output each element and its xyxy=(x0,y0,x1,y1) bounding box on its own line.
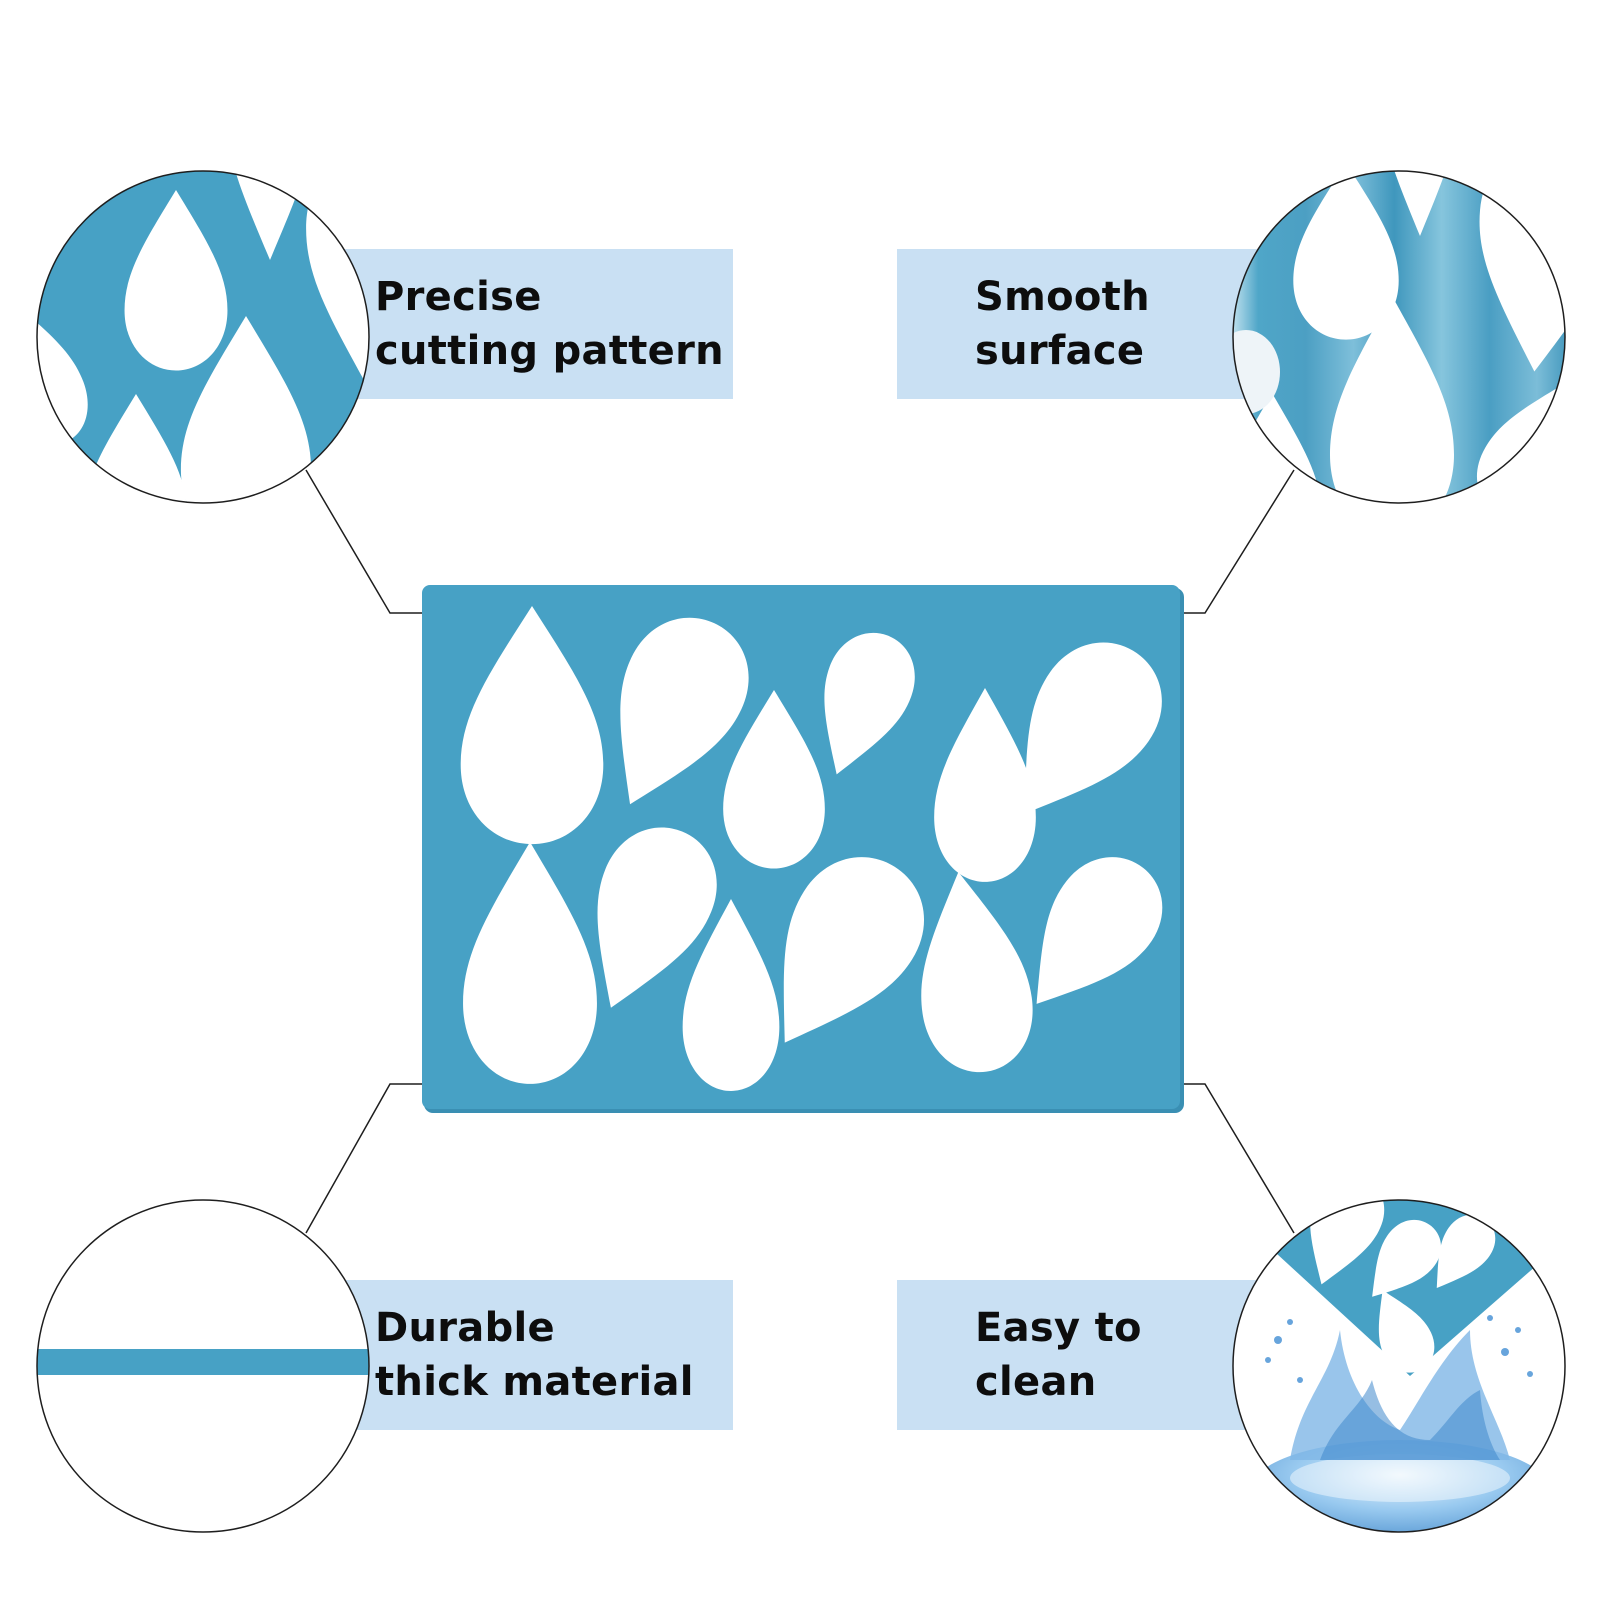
label-bg-smooth xyxy=(897,249,1290,399)
feature-text-smooth: Smooth surface xyxy=(975,274,1150,374)
label-bg-durable xyxy=(340,1280,733,1430)
connector-line-top-right xyxy=(1176,469,1295,614)
connector-lines xyxy=(305,469,1295,1234)
connector-line-top-left xyxy=(305,469,424,614)
connector-line-bottom-right xyxy=(1176,1083,1295,1234)
feature-label-durable: Durable thick material xyxy=(375,1280,735,1430)
feature-text-precise: Precise cutting pattern xyxy=(375,274,724,374)
detail-circle-smooth xyxy=(1232,170,1566,504)
feature-label-precise: Precise cutting pattern xyxy=(375,249,735,399)
feature-text-easy-clean: Easy to clean xyxy=(975,1305,1142,1405)
stencil-product-image xyxy=(422,585,1187,1113)
feature-label-smooth: Smooth surface xyxy=(975,249,1335,399)
feature-label-easy-clean: Easy to clean xyxy=(975,1280,1335,1430)
detail-circle-durable xyxy=(36,1199,370,1533)
label-backgrounds xyxy=(340,249,1290,1430)
detail-circle-precise xyxy=(36,170,370,504)
feature-text-durable: Durable thick material xyxy=(375,1305,694,1405)
label-bg-easy xyxy=(897,1280,1290,1430)
material-thickness-bar xyxy=(37,1349,369,1375)
label-bg-precise xyxy=(340,249,733,399)
connector-line-bottom-left xyxy=(305,1083,424,1234)
